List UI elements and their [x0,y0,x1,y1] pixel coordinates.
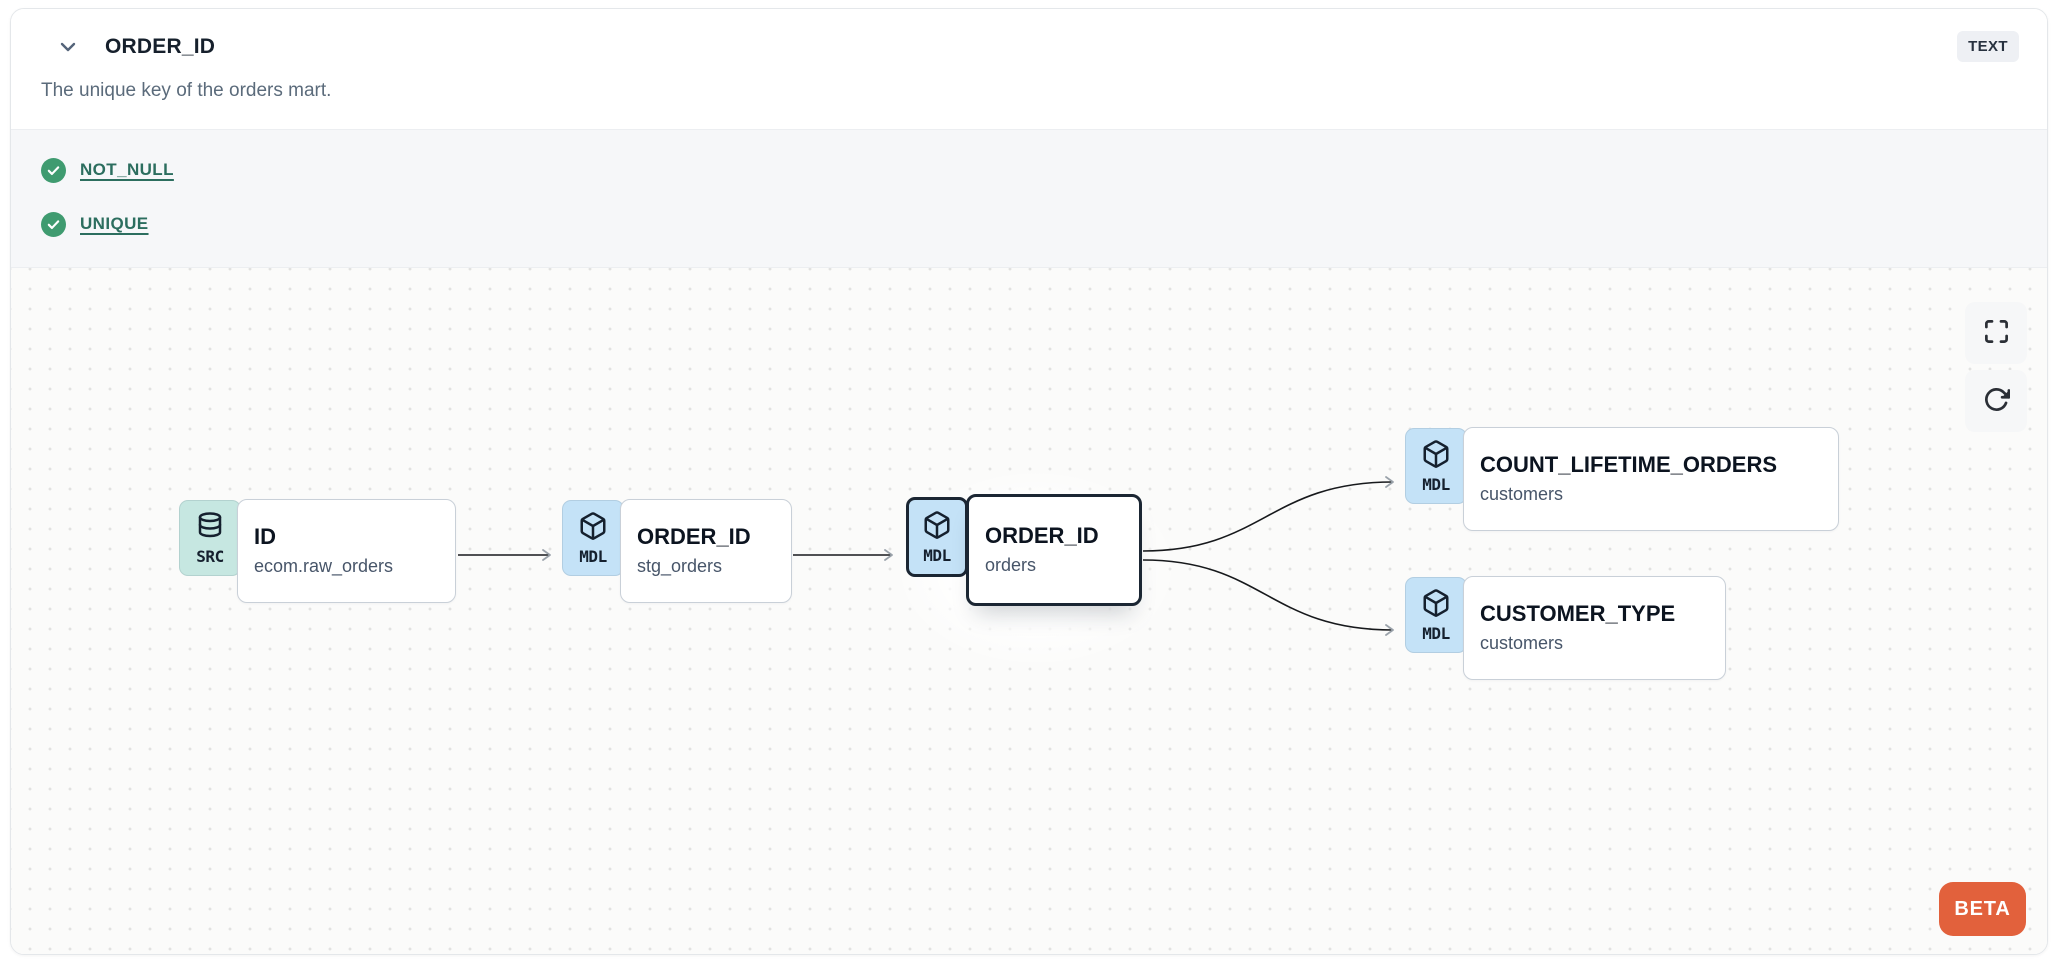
box-icon [578,511,608,546]
lineage-canvas[interactable]: SRC ID ecom.raw_orders MDL ORDER_ID stg [11,267,2047,954]
check-circle-icon [41,211,66,237]
node-box: ID ecom.raw_orders [237,499,456,603]
node-title: ORDER_ID [637,523,751,549]
title-row: ORDER_ID TEXT [41,31,2019,62]
node-title: CUSTOMER_TYPE [1480,600,1676,626]
node-title: ORDER_ID [985,522,1099,548]
refresh-icon [1983,386,2010,416]
fullscreen-button[interactable] [1965,302,2027,364]
lineage-node-order-id-stg-orders[interactable]: MDL ORDER_ID stg_orders [562,499,792,603]
node-subtitle: customers [1480,632,1564,653]
node-box: ORDER_ID stg_orders [620,499,792,603]
test-link-unique[interactable]: UNIQUE [80,214,149,233]
column-title: ORDER_ID [105,34,216,58]
column-detail-card: ORDER_ID TEXT The unique key of the orde… [10,8,2048,955]
lineage-edges [458,476,1394,636]
test-row: NOT_NULL [41,156,2047,184]
canvas-controls [1965,302,2027,432]
node-badge-label: SRC [196,546,224,566]
database-icon [195,511,225,546]
node-type-badge: MDL [906,497,968,577]
column-header: ORDER_ID TEXT The unique key of the orde… [11,9,2047,129]
beta-badge: BETA [1939,882,2026,936]
node-box: COUNT_LIFETIME_ORDERS customers [1463,427,1839,531]
box-icon [922,510,952,545]
lineage-node-count-lifetime-orders[interactable]: MDL COUNT_LIFETIME_ORDERS customers [1405,427,1839,531]
column-description: The unique key of the orders mart. [41,80,332,101]
node-badge-label: MDL [923,545,951,565]
edge-orders-to-count-lifetime [1142,476,1394,552]
lineage-node-id-ecom-raw-orders[interactable]: SRC ID ecom.raw_orders [179,499,456,603]
node-box: ORDER_ID orders [966,494,1142,606]
test-row: UNIQUE [41,210,2047,238]
column-type-badge: TEXT [1957,31,2019,62]
node-type-badge: SRC [179,500,241,576]
refresh-button[interactable] [1965,370,2027,432]
node-type-badge: MDL [1405,428,1467,504]
box-icon [1421,439,1451,474]
test-link-not-null[interactable]: NOT_NULL [80,160,174,179]
node-title: ID [254,523,276,549]
box-icon [1421,588,1451,623]
check-circle-icon [41,157,66,183]
node-title: COUNT_LIFETIME_ORDERS [1480,451,1778,477]
node-badge-label: MDL [579,546,607,566]
lineage-node-order-id-orders-selected[interactable]: MDL ORDER_ID orders [906,494,1142,609]
node-subtitle: ecom.raw_orders [254,555,394,576]
chevron-down-icon[interactable] [55,34,81,60]
edge-orders-to-customer-type [1142,559,1394,636]
node-box: CUSTOMER_TYPE customers [1463,576,1726,680]
node-badge-label: MDL [1422,474,1450,494]
node-subtitle: customers [1480,483,1564,504]
node-badge-label: MDL [1422,623,1450,643]
fullscreen-icon [1983,318,2010,348]
node-subtitle: orders [985,554,1037,575]
node-type-badge: MDL [1405,577,1467,653]
tests-section: NOT_NULL UNIQUE [11,129,2047,267]
node-subtitle: stg_orders [637,555,723,576]
lineage-node-customer-type[interactable]: MDL CUSTOMER_TYPE customers [1405,576,1726,680]
node-type-badge: MDL [562,500,624,576]
